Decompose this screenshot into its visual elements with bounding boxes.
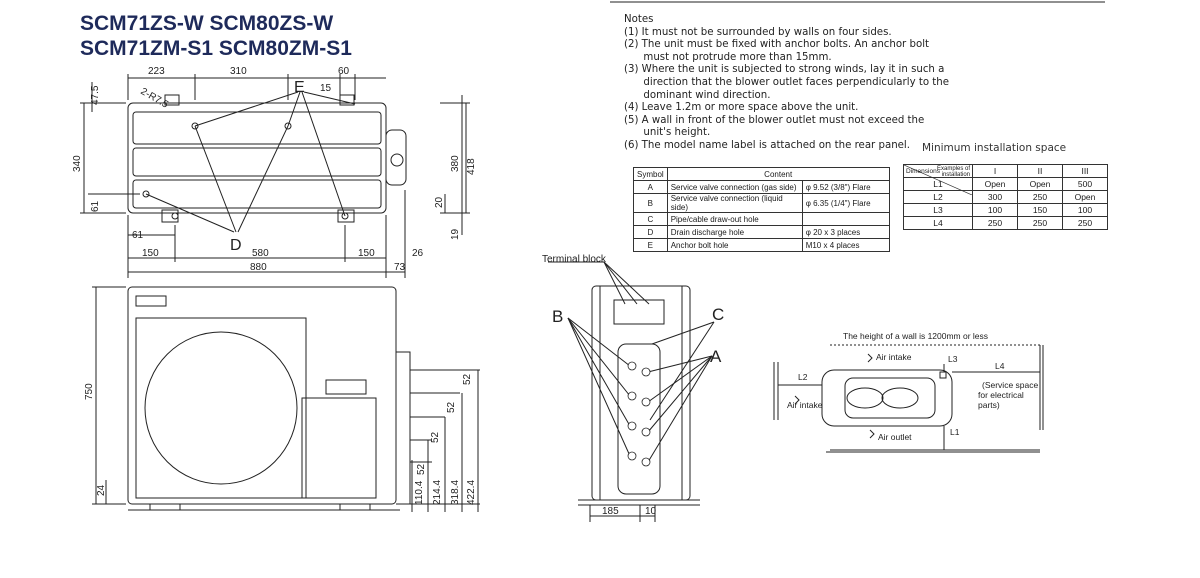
note-line: (4) Leave 1.2m or more space above the u… [624, 102, 859, 114]
space-cell: 250 [972, 216, 1018, 230]
note-line: dominant wind direction. [624, 89, 771, 101]
note-line: (5) A wall in front of the blower outlet… [624, 114, 925, 126]
dim-label: 24 [96, 484, 107, 496]
terminal-block-label: Terminal block [542, 254, 607, 265]
dim-label: 52 [446, 401, 457, 413]
dim-label: 880 [250, 262, 267, 273]
installation-labels: The height of a wall is 1200mm or less A… [787, 331, 1038, 442]
wall-note: The height of a wall is 1200mm or less [843, 331, 988, 341]
front-view [92, 286, 480, 512]
symbol-label-B: B [552, 307, 563, 326]
dim-label: 185 [602, 506, 619, 517]
dim-label: 61 [132, 230, 144, 241]
note-line: (3) Where the unit is subjected to stron… [624, 64, 945, 76]
service-space-label: for electrical [978, 390, 1024, 400]
installation-space-table: Examples of installation Dimensions I II… [903, 164, 1108, 230]
side-view-labels: Terminal block B C A 185 10 [542, 254, 724, 517]
note-line: (6) The model name label is attached on … [624, 139, 910, 151]
dim-label: 19 [450, 228, 461, 240]
dim-label: L3 [948, 354, 958, 364]
table-row: B Service valve connection (liquid side)… [633, 193, 890, 213]
dim-label: 110.4 [414, 480, 425, 505]
symbol-label-D: D [230, 237, 242, 254]
air-intake-label: Air intake [787, 400, 823, 410]
air-intake-label: Air intake [876, 352, 912, 362]
space-table-title: Minimum installation space [922, 142, 1067, 154]
dim-label: 223 [148, 66, 165, 77]
dim-label: 214.4 [432, 480, 443, 505]
dim-label: 52 [416, 463, 427, 475]
spec-cell: M10 x 4 places [801, 238, 890, 252]
service-space-label: parts) [978, 400, 1000, 410]
arrow-right-icon [794, 395, 800, 405]
symbol-label-C: C [712, 305, 724, 324]
arrow-icons [794, 353, 875, 439]
dim-label: 20 [434, 196, 445, 208]
side-view-valves [627, 361, 651, 467]
note-line: must not protrude more than 15mm. [624, 51, 832, 63]
dim-label: L4 [995, 361, 1005, 371]
service-space-label: (Service space [982, 380, 1038, 390]
dim-label: L1 [950, 427, 960, 437]
arrow-down-icon [869, 429, 875, 439]
front-view-dimensions: 750 24 52 52 52 52 110.4 214.4 318.4 422… [84, 373, 477, 505]
table-row: L2 300 250 Open [903, 190, 1108, 204]
arrow-down-icon [867, 353, 873, 363]
dim-label: 2-R7.5 [139, 86, 171, 111]
dim-label: 47.5 [90, 85, 101, 105]
dim-label: 422.4 [466, 480, 477, 505]
dim-label: 150 [142, 248, 159, 259]
note-line: (1) It must not be surrounded by walls o… [624, 26, 892, 38]
symbol-table: Symbol Content A Service valve connectio… [633, 167, 890, 252]
row-label: L4 [903, 216, 973, 230]
table-row: E Anchor bolt hole M10 x 4 places [633, 238, 890, 252]
dim-label: 61 [90, 200, 101, 212]
dim-label: 318.4 [450, 480, 461, 505]
dim-label: 750 [84, 383, 95, 400]
dim-label: 380 [450, 155, 461, 172]
dim-label: 340 [72, 155, 83, 172]
dim-label: 26 [412, 248, 424, 259]
air-outlet-label: Air outlet [878, 432, 912, 442]
table-row: L4 250 250 250 [903, 216, 1108, 230]
dim-label: 15 [320, 83, 332, 94]
dim-label: 73 [394, 262, 406, 273]
dim-label: 580 [252, 248, 269, 259]
model-title-line-1: SCM71ZS-W SCM80ZS-W [80, 12, 334, 35]
table-row: L1 Open Open 500 [903, 177, 1108, 191]
notes-heading: Notes [624, 14, 654, 25]
installation-diagram [773, 344, 1044, 453]
dim-label: 52 [462, 373, 473, 385]
symbol-label-E: E [294, 79, 305, 96]
note-line: direction that the blower outlet faces p… [624, 76, 950, 88]
dim-label: L2 [798, 372, 808, 382]
notes-block: Notes (1) It must not be surrounded by w… [624, 14, 949, 153]
dim-label: 150 [358, 248, 375, 259]
corner-dimensions-label: Dimensions [906, 168, 940, 175]
dim-label: 52 [430, 431, 441, 443]
note-line: (2) The unit must be fixed with anchor b… [624, 39, 930, 51]
note-line: unit's height. [624, 127, 711, 139]
dim-label: 418 [466, 158, 477, 175]
top-view [80, 74, 470, 278]
space-cell: 250 [1062, 216, 1108, 230]
model-title-line-2: SCM71ZM-S1 SCM80ZM-S1 [80, 37, 352, 60]
symbol-label-A: A [710, 347, 722, 366]
dim-label: 310 [230, 66, 247, 77]
dim-label: 60 [338, 66, 350, 77]
corner-examples-label: Examples of installation [936, 166, 970, 178]
space-table-corner: Examples of installation Dimensions [903, 164, 973, 195]
side-view [548, 261, 715, 522]
dim-label: 10 [645, 506, 657, 517]
